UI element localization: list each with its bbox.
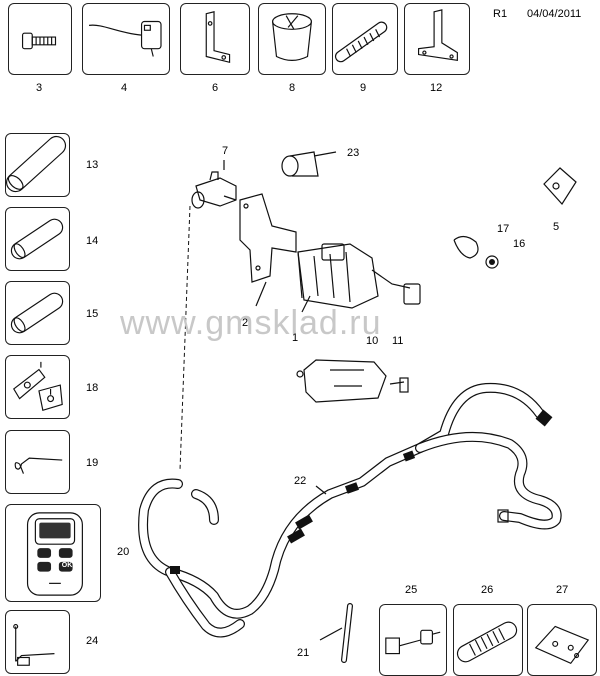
cover-plate-icon (543, 167, 577, 205)
filter-icon (281, 151, 337, 177)
connector-icon (385, 629, 441, 655)
part-box-15[interactable] (5, 281, 70, 345)
watermark: www.gmsklad.ru (120, 304, 382, 342)
part-box-26[interactable] (453, 604, 523, 676)
label-27: 27 (556, 584, 569, 596)
tube-icon (6, 135, 67, 193)
label-15: 15 (86, 308, 99, 320)
label-12: 12 (430, 82, 443, 94)
antenna-icon (13, 623, 55, 666)
holder-icon (296, 359, 409, 403)
corrugated-tube-icon (456, 621, 518, 663)
part-box-20[interactable]: OK (5, 504, 101, 602)
part-box-14[interactable] (5, 207, 70, 271)
corrugated-tube-icon (334, 21, 388, 63)
label-9: 9 (360, 82, 367, 94)
part-box-9[interactable] (332, 3, 398, 75)
part-box-24[interactable] (5, 610, 70, 674)
label-18: 18 (86, 382, 99, 394)
tube-icon (10, 292, 64, 334)
heater-icon (297, 243, 421, 309)
label-25: 25 (405, 584, 418, 596)
label-8: 8 (289, 82, 296, 94)
callout-23: 23 (347, 147, 360, 159)
callout-5: 5 (553, 221, 560, 233)
part-box-18[interactable] (5, 355, 70, 419)
part-box-25[interactable] (379, 604, 447, 676)
sensor-icon (88, 20, 162, 57)
callout-2: 2 (242, 317, 249, 329)
part-box-6[interactable] (180, 3, 250, 75)
label-24: 24 (86, 635, 99, 647)
label-20: 20 (117, 546, 130, 558)
callout-10: 10 (366, 335, 379, 347)
date-label: 04/04/2011 (527, 8, 582, 20)
label-19: 19 (86, 457, 99, 469)
pump-icon (191, 171, 237, 209)
coolant-hose-icon (138, 382, 562, 638)
revision-label: R1 (493, 8, 508, 20)
label-6: 6 (212, 82, 219, 94)
remote-icon (26, 512, 83, 596)
clamp-icon (453, 235, 499, 269)
mount-bracket-icon (417, 9, 458, 62)
bolt-icon (21, 32, 57, 50)
callout-16: 16 (513, 238, 526, 250)
wire-icon (14, 457, 63, 474)
callout-22: 22 (294, 475, 307, 487)
label-13: 13 (86, 159, 99, 171)
callout-17: 17 (497, 223, 510, 235)
callout-1: 1 (292, 332, 299, 344)
part-box-19[interactable] (5, 430, 70, 494)
callout-7: 7 (222, 145, 229, 157)
callout-11: 11 (392, 335, 404, 347)
cup-icon (272, 13, 312, 61)
plate-icon (534, 625, 590, 665)
plate-icon (13, 361, 63, 411)
part-box-27[interactable] (527, 604, 597, 676)
part-box-3[interactable] (8, 3, 72, 75)
tube-icon (10, 218, 64, 260)
remote-ok-key: OK (61, 562, 73, 569)
part-box-4[interactable] (82, 3, 170, 75)
bracket-icon (239, 193, 297, 283)
label-3: 3 (36, 82, 43, 94)
label-4: 4 (121, 82, 128, 94)
part-box-13[interactable] (5, 133, 70, 197)
bracket-icon (205, 11, 231, 64)
label-14: 14 (86, 235, 99, 247)
part-box-8[interactable] (258, 3, 326, 75)
part-box-12[interactable] (404, 3, 470, 75)
callout-21: 21 (297, 647, 310, 659)
label-26: 26 (481, 584, 494, 596)
